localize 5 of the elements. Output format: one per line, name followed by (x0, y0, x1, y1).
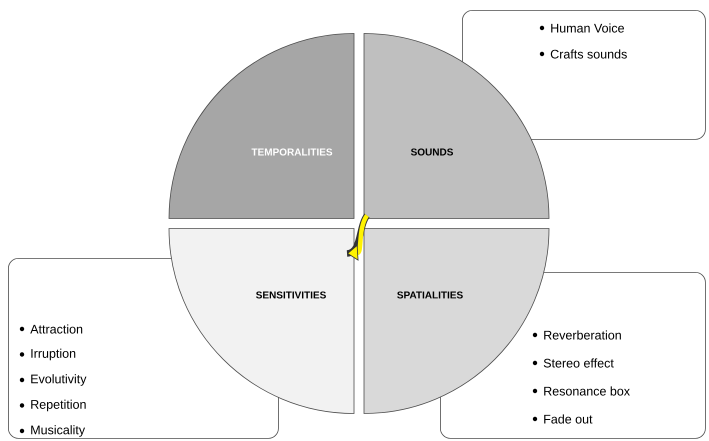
quadrant-sector: SOUNDS (364, 33, 550, 219)
quadrant-sector: SENSITIVITIES (168, 228, 354, 414)
bullet-list-box: Human Voice Crafts sounds (462, 10, 706, 140)
quadrant-sector: TEMPORALITIES (168, 33, 354, 219)
curved-arrow (346, 214, 370, 261)
